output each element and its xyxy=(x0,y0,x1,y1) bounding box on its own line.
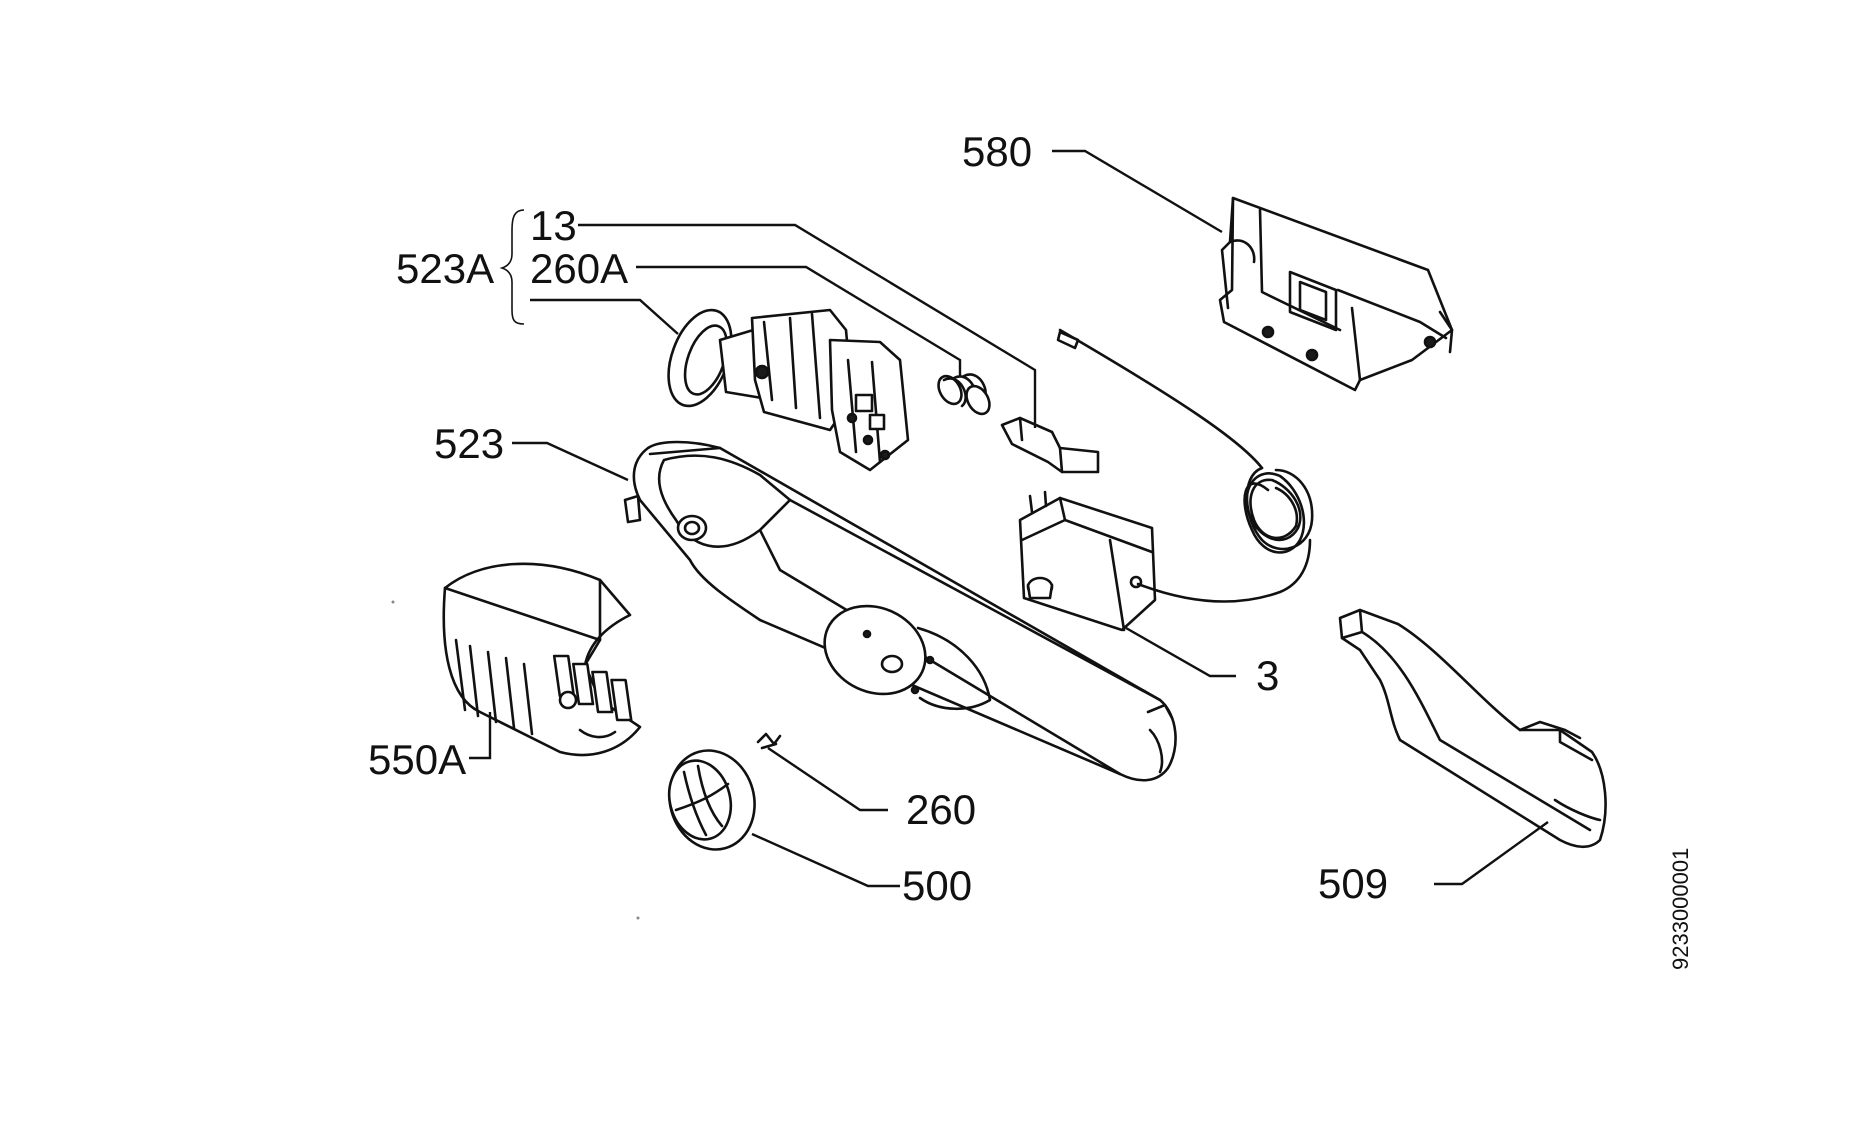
scan-speck xyxy=(636,916,640,920)
label-500: 500 xyxy=(902,862,972,909)
leader-3 xyxy=(1125,626,1236,678)
label-260a: 260A xyxy=(530,245,628,292)
label-523: 523 xyxy=(434,420,504,467)
part-580-bracket xyxy=(1218,196,1454,392)
drawing-number: 9233000001 xyxy=(1668,848,1693,970)
label-3: 3 xyxy=(1256,652,1279,699)
label-260: 260 xyxy=(906,786,976,833)
label-13: 13 xyxy=(530,202,577,249)
leader-550a xyxy=(469,712,492,760)
leader-523 xyxy=(512,441,629,482)
leader-260a xyxy=(636,265,962,376)
part-500-knob xyxy=(667,749,756,851)
part-3-thermostat xyxy=(1018,328,1314,632)
leader-13 xyxy=(578,223,1037,428)
part-labels: 580 13 523A 260A 523 3 550A 260 500 509 … xyxy=(368,128,1693,970)
brace-523a xyxy=(499,209,525,325)
part-260-small-spring xyxy=(756,732,782,750)
part-523-housing xyxy=(623,440,1177,782)
part-260a-spring xyxy=(937,373,991,416)
label-523a: 523A xyxy=(396,245,494,292)
part-550a-grille-cover xyxy=(442,562,642,757)
label-580: 580 xyxy=(962,128,1032,175)
leader-lines xyxy=(469,149,1549,888)
part-523a-switch-assembly xyxy=(667,308,910,472)
label-550a: 550A xyxy=(368,736,466,783)
leader-523a-bottom xyxy=(530,298,679,335)
leader-260 xyxy=(767,747,888,812)
part-509-lever xyxy=(1338,608,1607,849)
label-509: 509 xyxy=(1318,860,1388,907)
leader-500 xyxy=(751,832,900,888)
leader-509 xyxy=(1434,821,1549,886)
leader-580 xyxy=(1052,149,1223,234)
scan-speck xyxy=(391,600,395,604)
part-13-plunger xyxy=(1000,416,1100,474)
